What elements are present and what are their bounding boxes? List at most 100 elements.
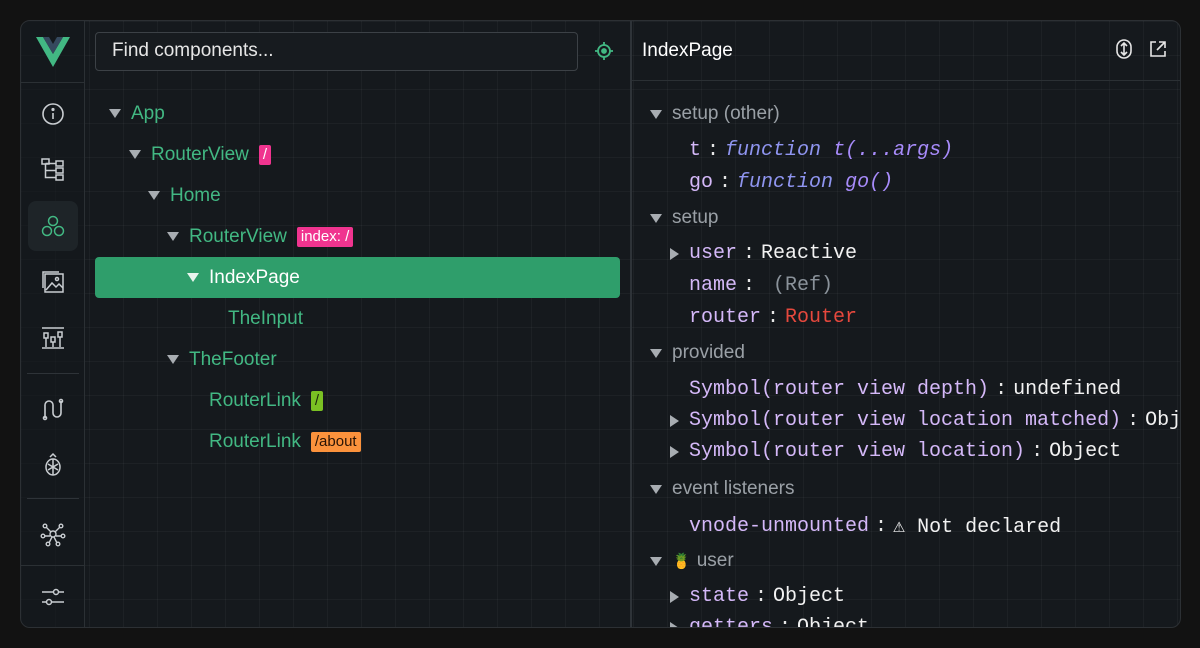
assets-image-icon[interactable]: [28, 257, 78, 307]
expand-caret-icon[interactable]: [670, 446, 679, 458]
section-label: user: [697, 550, 734, 572]
node-label: IndexPage: [209, 267, 300, 289]
collapse-caret-icon[interactable]: [650, 557, 662, 566]
state-key: Symbol(router view depth): [689, 378, 989, 401]
section-label: setup (other): [672, 103, 780, 125]
collapse-caret-icon[interactable]: [650, 110, 662, 119]
graph-nodes-icon[interactable]: [28, 509, 78, 559]
state-key: vnode-unmounted: [689, 515, 869, 538]
inspector-actions: [1114, 39, 1168, 64]
state-row-vnode-unmounted[interactable]: vnode-unmounted: ⚠ Not declared: [689, 513, 1061, 539]
inspector-header: IndexPage: [632, 21, 1180, 81]
node-label: RouterLink: [209, 390, 301, 412]
node-label: App: [131, 103, 165, 125]
state-value: Object: [773, 585, 845, 608]
state-key: user: [689, 242, 737, 265]
state-type: function: [737, 171, 833, 194]
pinia-store-icon: 🍍: [672, 552, 691, 570]
node-label: Home: [170, 185, 221, 207]
collapse-caret-icon[interactable]: [650, 214, 662, 223]
state-key: getters: [689, 616, 773, 627]
components-icon[interactable]: [28, 201, 78, 251]
devtools-window: App RouterView / Home RouterView index: …: [20, 20, 1181, 628]
settings-sliders-icon[interactable]: [21, 565, 84, 627]
state-row-state[interactable]: state: Object: [670, 585, 845, 608]
section-setup[interactable]: setup: [650, 207, 718, 229]
state-key: go: [689, 171, 713, 194]
expand-caret-icon[interactable]: [109, 109, 121, 118]
router-routes-icon[interactable]: [28, 384, 78, 434]
expand-caret-icon[interactable]: [670, 591, 679, 603]
state-key: router: [689, 306, 761, 329]
sidebar-divider: [27, 373, 79, 374]
state-row-name[interactable]: name: (Ref): [689, 274, 833, 297]
tree-node-indexpage[interactable]: IndexPage: [95, 257, 620, 298]
expand-caret-icon[interactable]: [670, 415, 679, 427]
component-tree-panel: App RouterView / Home RouterView index: …: [85, 21, 632, 627]
expand-caret-icon[interactable]: [148, 191, 160, 200]
expand-caret-icon[interactable]: [670, 622, 679, 628]
expand-caret-icon[interactable]: [670, 248, 679, 260]
tree-node-routerlink-home[interactable]: RouterLink /: [95, 380, 620, 421]
state-key: Symbol(router view location matched): [689, 409, 1121, 432]
state-value: (Ref): [773, 274, 833, 297]
section-user-store[interactable]: 🍍 user: [650, 550, 734, 572]
state-key: state: [689, 585, 749, 608]
expand-caret-icon[interactable]: [187, 273, 199, 282]
section-label: event listeners: [672, 478, 795, 500]
tree-node-thefooter[interactable]: TheFooter: [95, 339, 620, 380]
section-setup-other[interactable]: setup (other): [650, 103, 780, 125]
state-key: name: [689, 274, 737, 297]
pinia-icon[interactable]: [28, 440, 78, 490]
open-in-editor-icon[interactable]: [1148, 39, 1168, 64]
info-icon[interactable]: [28, 89, 78, 139]
search-row: [85, 21, 630, 81]
route-badge: /: [259, 145, 271, 165]
state-row-t[interactable]: t: function t(...args): [689, 139, 953, 162]
expand-caret-icon[interactable]: [129, 150, 141, 159]
tree-node-routerlink-about[interactable]: RouterLink /about: [95, 421, 620, 462]
state-row-router[interactable]: router: Router: [689, 306, 857, 329]
search-input[interactable]: [95, 32, 578, 71]
tree-node-theinput[interactable]: TheInput: [95, 298, 620, 339]
state-row-provided-matched[interactable]: Symbol(router view location matched): Ob…: [670, 409, 1180, 432]
tree-node-home[interactable]: Home: [95, 175, 620, 216]
section-provided[interactable]: provided: [650, 342, 745, 364]
node-label: TheInput: [228, 308, 303, 330]
state-row-provided-location[interactable]: Symbol(router view location): Object: [670, 440, 1121, 463]
state-value: go(): [845, 171, 893, 194]
tree-node-routerview[interactable]: RouterView /: [95, 134, 620, 175]
sidebar: [21, 21, 85, 627]
state-row-go[interactable]: go: function go(): [689, 171, 893, 194]
state-key: t: [689, 139, 701, 162]
vue-logo: [21, 21, 84, 83]
state-row-getters[interactable]: getters: Object: [670, 616, 869, 627]
component-inspector-panel: IndexPage setup (other) t: function t(..…: [632, 21, 1180, 627]
component-tree: App RouterView / Home RouterView index: …: [95, 93, 620, 462]
expand-caret-icon[interactable]: [167, 232, 179, 241]
select-component-target-icon[interactable]: [595, 42, 613, 60]
state-value: Reactive: [761, 242, 857, 265]
route-badge: /: [311, 391, 323, 411]
section-event-listeners[interactable]: event listeners: [650, 478, 795, 500]
node-label: TheFooter: [189, 349, 277, 371]
node-label: RouterView: [189, 226, 287, 248]
state-row-user[interactable]: user: Reactive: [670, 242, 857, 265]
component-tree-icon[interactable]: [28, 145, 78, 195]
sidebar-divider: [27, 498, 79, 499]
state-value: Router: [785, 306, 857, 329]
tree-node-app[interactable]: App: [95, 93, 620, 134]
state-row-provided-depth[interactable]: Symbol(router view depth): undefined: [689, 378, 1121, 401]
tree-node-routerview-index[interactable]: RouterView index: /: [95, 216, 620, 257]
state-value: ⚠ Not declared: [893, 513, 1061, 539]
expand-caret-icon[interactable]: [167, 355, 179, 364]
collapse-caret-icon[interactable]: [650, 485, 662, 494]
timeline-icon[interactable]: [28, 313, 78, 363]
state-value: undefined: [1013, 378, 1121, 401]
state-value: Obje: [1145, 409, 1180, 432]
section-label: setup: [672, 207, 718, 229]
state-value: Object: [797, 616, 869, 627]
collapse-caret-icon[interactable]: [650, 349, 662, 358]
state-value: t(...args): [833, 139, 953, 162]
scroll-to-component-icon[interactable]: [1114, 39, 1134, 64]
